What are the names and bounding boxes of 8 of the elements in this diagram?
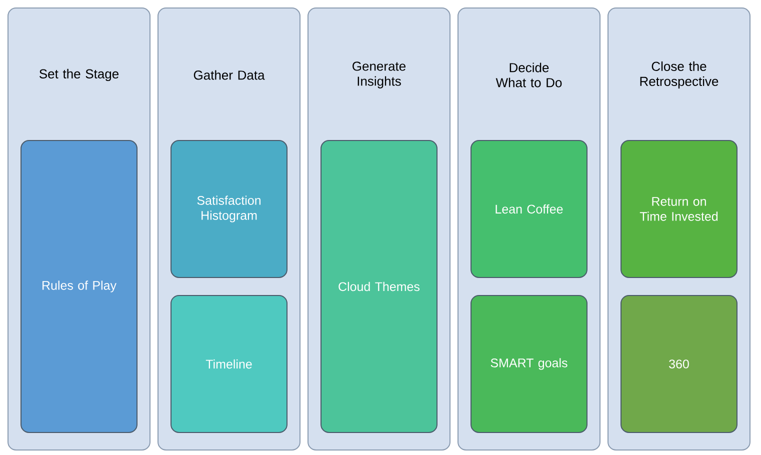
step-box: Rules of Play (20, 140, 138, 433)
step-box: Cloud Themes (320, 140, 438, 433)
step-box: Satisfaction Histogram (170, 140, 288, 278)
step-box: SMART goals (470, 295, 588, 433)
step-box: Timeline (170, 295, 288, 433)
step-box: Return on Time Invested (620, 140, 738, 278)
step-box: Lean Coffee (470, 140, 588, 278)
step-box: 360 (620, 295, 738, 433)
